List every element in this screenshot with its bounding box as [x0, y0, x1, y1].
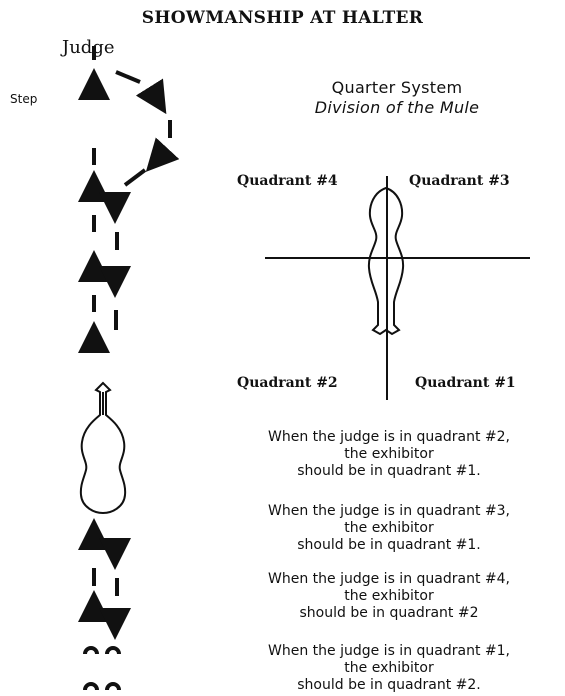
mule-outline-left: [79, 381, 127, 515]
rule-line: the exhibitor: [344, 588, 434, 604]
travel-path: [78, 46, 180, 640]
rule-text: When the judge is in quadrant #3, the ex…: [214, 503, 564, 554]
step-label: Step: [10, 92, 38, 106]
rule-text: When the judge is in quadrant #1, the ex…: [214, 643, 564, 694]
quadrant-4-label: Quadrant #4: [237, 173, 338, 189]
rule-text: When the judge is in quadrant #4, the ex…: [214, 571, 564, 622]
mule-outline-center: [367, 186, 405, 336]
rule-line: When the judge is in quadrant #1,: [268, 643, 510, 659]
quadrant-2-label: Quadrant #2: [237, 375, 338, 391]
rule-line: the exhibitor: [344, 446, 434, 462]
quarter-system-subtitle: Division of the Mule: [314, 98, 480, 117]
rule-line: should be in quadrant #2: [299, 605, 479, 621]
quarter-system-title: Quarter System: [331, 78, 463, 97]
rule-line: should be in quadrant #1.: [297, 463, 481, 479]
page-title: SHOWMANSHIP AT HALTER: [141, 8, 424, 28]
rule-line: the exhibitor: [344, 520, 434, 536]
rule-line: should be in quadrant #2.: [297, 677, 481, 693]
quadrant-3-label: Quadrant #3: [409, 173, 510, 189]
rule-line: should be in quadrant #1.: [297, 537, 481, 553]
rule-text: When the judge is in quadrant #2, the ex…: [214, 429, 564, 480]
judge-label: Judge: [62, 37, 115, 58]
rule-line: When the judge is in quadrant #4,: [268, 571, 510, 587]
quadrant-1-label: Quadrant #1: [415, 375, 516, 391]
rule-line: When the judge is in quadrant #2,: [268, 429, 510, 445]
quadrant-axes: [265, 176, 530, 400]
hoof-prints: [83, 646, 121, 691]
rule-line: When the judge is in quadrant #3,: [268, 503, 510, 519]
rule-line: the exhibitor: [344, 660, 434, 676]
